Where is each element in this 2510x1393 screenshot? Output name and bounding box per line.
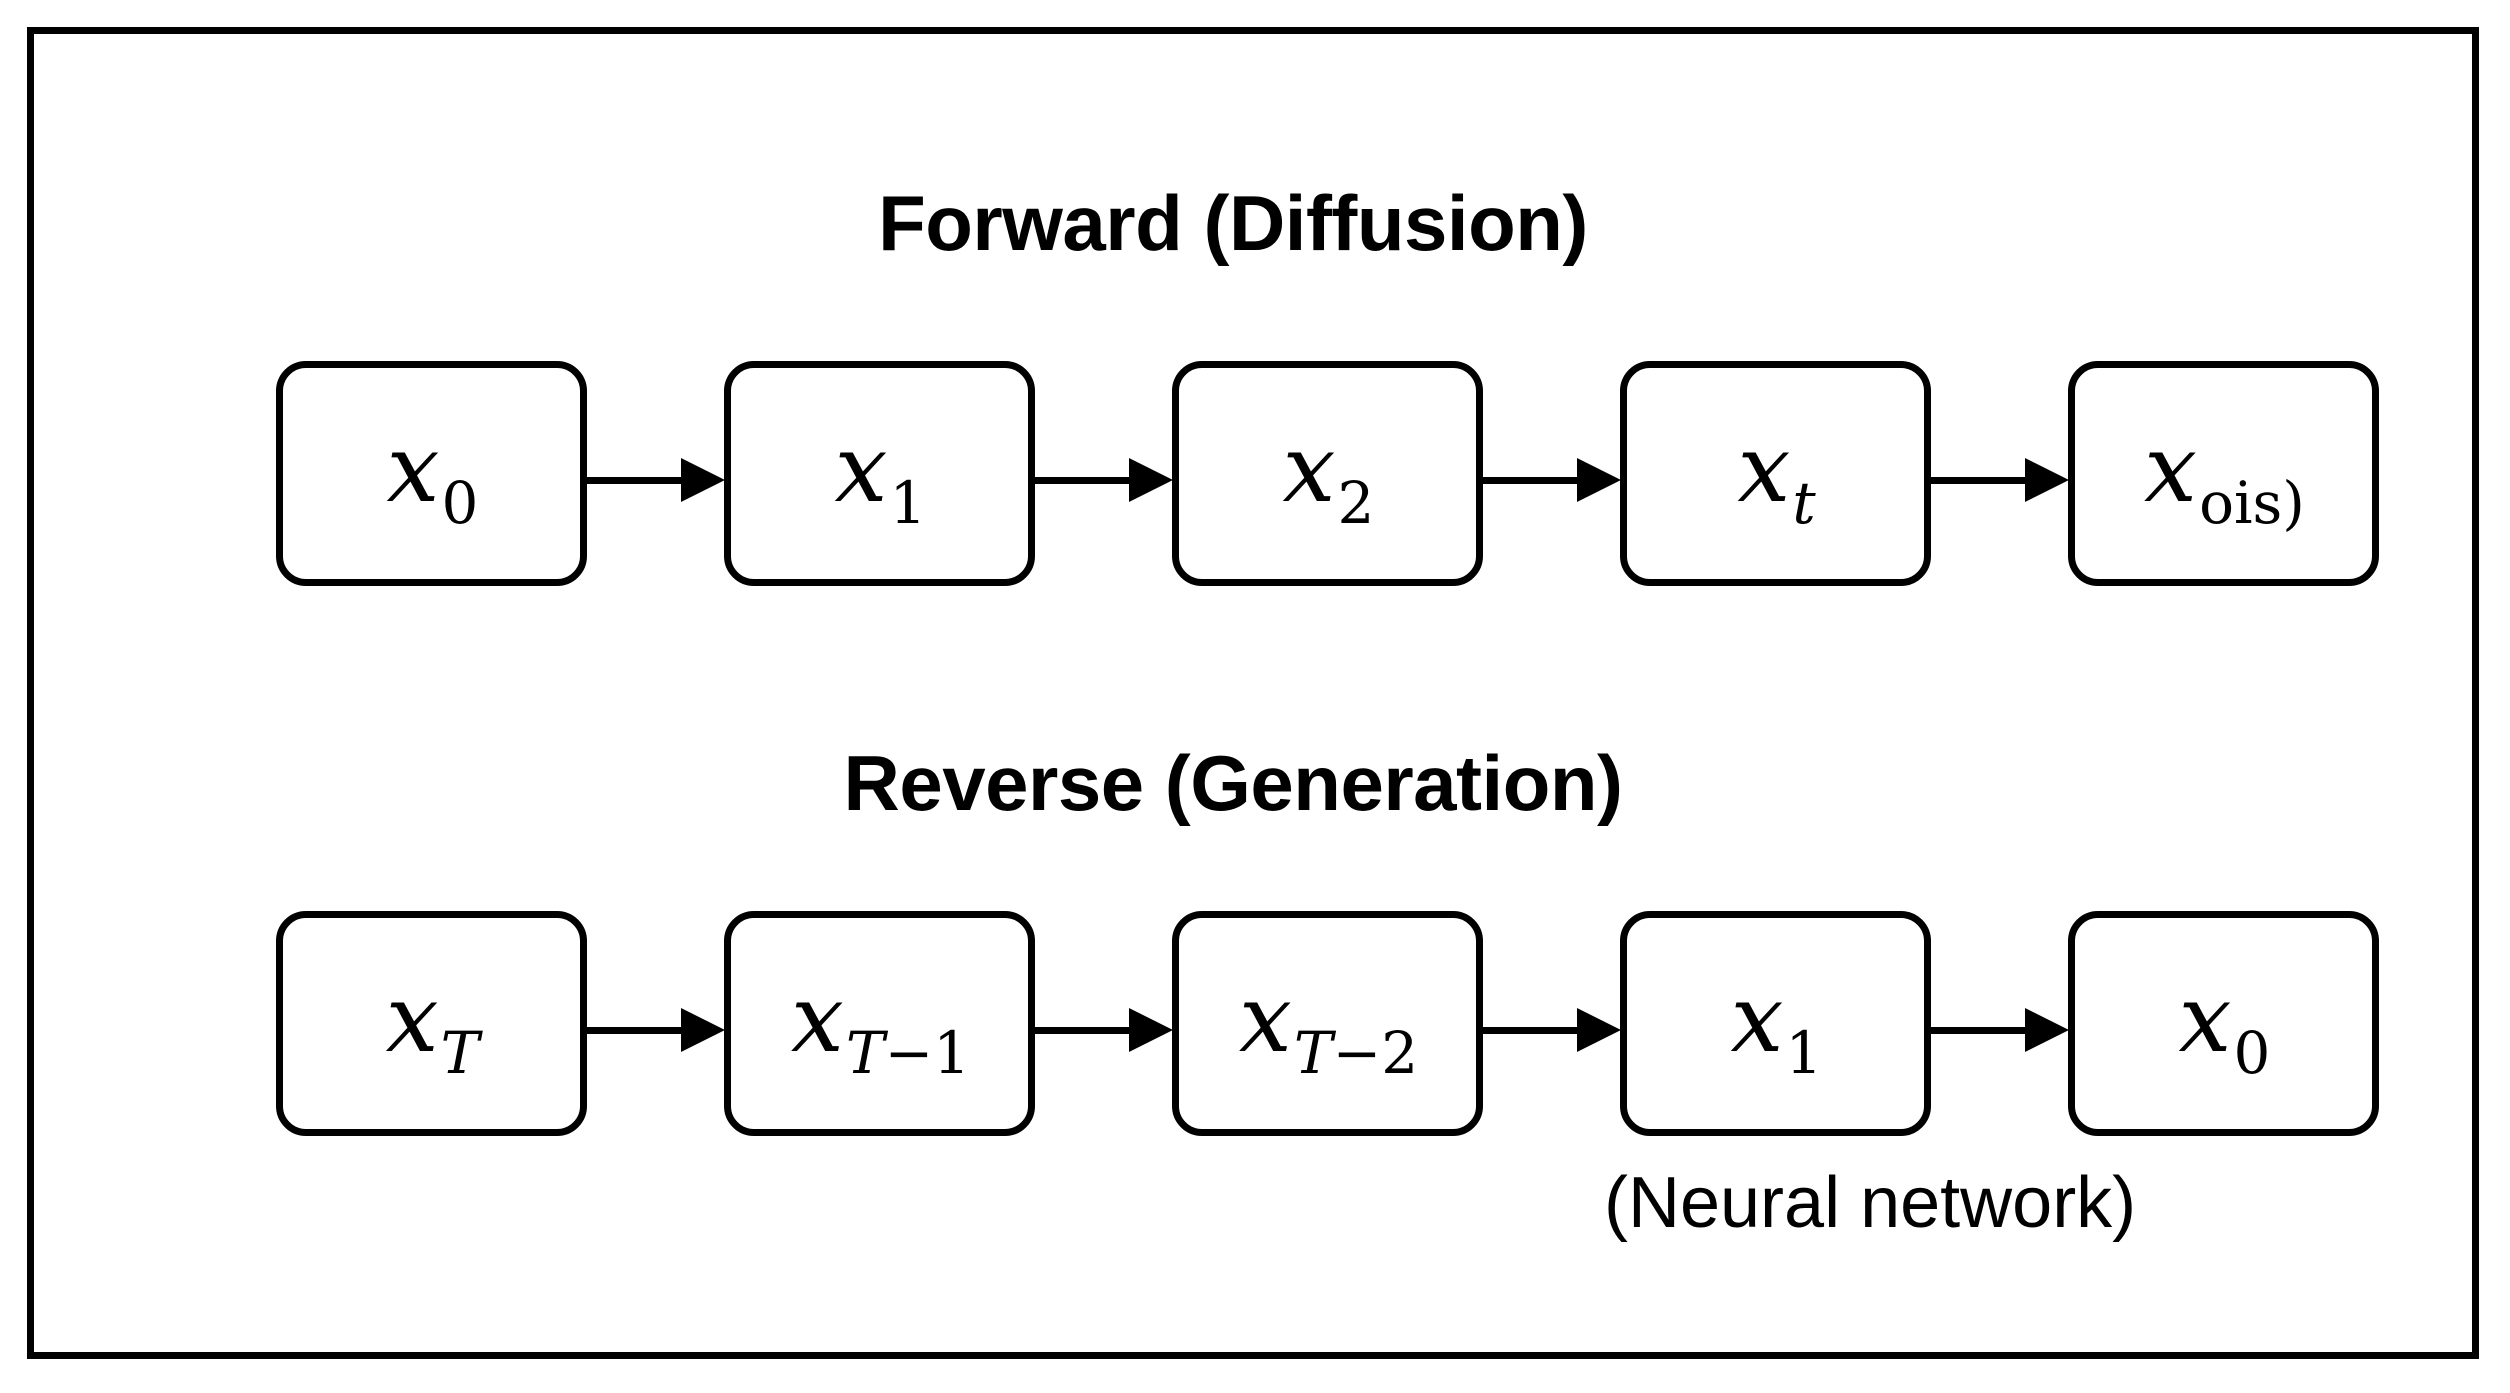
arrow-head-icon bbox=[681, 1008, 725, 1052]
math-label: xt bbox=[1737, 414, 1816, 537]
neural-network-caption: (Neural network) bbox=[1604, 1163, 2137, 1243]
reverse-node-x1[interactable]: x1 bbox=[1620, 911, 1931, 1136]
reverse-node-xT[interactable]: xT bbox=[276, 911, 587, 1136]
forward-arrow-4 bbox=[1931, 458, 2069, 502]
reverse-section-title: Reverse (Generation) bbox=[34, 744, 2472, 822]
arrow-head-icon bbox=[681, 458, 725, 502]
diagram-frame: Forward (Diffusion) x0 x1 x2 bbox=[27, 27, 2479, 1359]
math-label: x0 bbox=[386, 414, 479, 537]
arrow-shaft bbox=[1035, 477, 1133, 484]
arrow-shaft bbox=[1483, 477, 1581, 484]
arrow-shaft bbox=[587, 1027, 685, 1034]
arrow-shaft bbox=[1035, 1027, 1133, 1034]
forward-arrow-2 bbox=[1035, 458, 1173, 502]
arrow-head-icon bbox=[1577, 1008, 1621, 1052]
reverse-arrow-4 bbox=[1931, 1008, 2069, 1052]
arrow-head-icon bbox=[1577, 458, 1621, 502]
reverse-arrow-2 bbox=[1035, 1008, 1173, 1052]
forward-arrow-1 bbox=[587, 458, 725, 502]
forward-node-row: x0 x1 x2 xt bbox=[276, 361, 2379, 586]
forward-title-text: Forward (Diffusion) bbox=[878, 179, 1588, 267]
math-label: xT−2 bbox=[1238, 964, 1419, 1087]
math-label: xT bbox=[385, 964, 480, 1087]
math-label: x1 bbox=[834, 414, 927, 537]
arrow-shaft bbox=[587, 477, 685, 484]
math-label: x1 bbox=[1730, 964, 1823, 1087]
math-label: x2 bbox=[1282, 414, 1375, 537]
math-label: xois) bbox=[2144, 414, 2305, 537]
reverse-title-text: Reverse (Generation) bbox=[843, 739, 1623, 827]
reverse-node-row: xT xT−1 xT−2 x1 bbox=[276, 911, 2379, 1136]
math-label: x0 bbox=[2178, 964, 2271, 1087]
arrow-head-icon bbox=[2025, 458, 2069, 502]
forward-node-xt[interactable]: xt bbox=[1620, 361, 1931, 586]
arrow-shaft bbox=[1931, 1027, 2029, 1034]
forward-section-title: Forward (Diffusion) bbox=[34, 184, 2472, 262]
arrow-shaft bbox=[1931, 477, 2029, 484]
arrow-head-icon bbox=[2025, 1008, 2069, 1052]
forward-node-xnoise[interactable]: xois) bbox=[2068, 361, 2379, 586]
reverse-node-x0[interactable]: x0 bbox=[2068, 911, 2379, 1136]
reverse-arrow-1 bbox=[587, 1008, 725, 1052]
reverse-arrow-3 bbox=[1483, 1008, 1621, 1052]
forward-node-x1[interactable]: x1 bbox=[724, 361, 1035, 586]
forward-arrow-3 bbox=[1483, 458, 1621, 502]
reverse-node-xT-minus-2[interactable]: xT−2 bbox=[1172, 911, 1483, 1136]
math-label: xT−1 bbox=[790, 964, 971, 1087]
arrow-shaft bbox=[1483, 1027, 1581, 1034]
forward-node-x2[interactable]: x2 bbox=[1172, 361, 1483, 586]
reverse-node-xT-minus-1[interactable]: xT−1 bbox=[724, 911, 1035, 1136]
arrow-head-icon bbox=[1129, 1008, 1173, 1052]
arrow-head-icon bbox=[1129, 458, 1173, 502]
forward-node-x0[interactable]: x0 bbox=[276, 361, 587, 586]
